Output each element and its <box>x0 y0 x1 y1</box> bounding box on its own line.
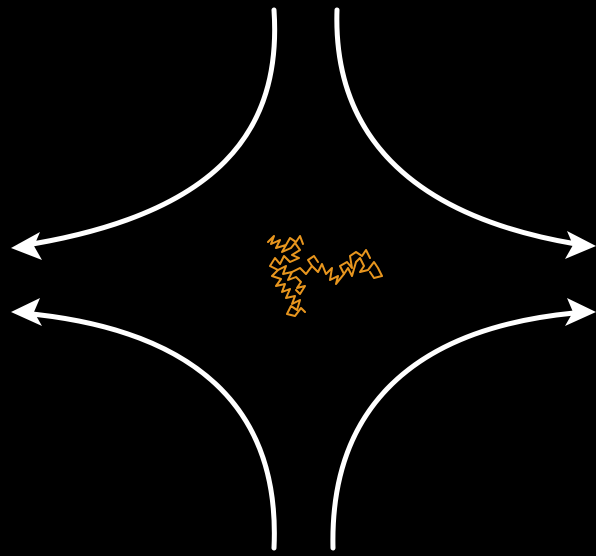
streamline-bottom-left <box>22 313 274 548</box>
arrow-left-icon <box>11 232 42 260</box>
streamline-bottom-right <box>333 313 574 548</box>
random-walk-trajectory-icon <box>268 236 382 316</box>
streamline-top-left <box>20 10 275 246</box>
arrow-left-icon <box>11 298 42 326</box>
streamline-top-right <box>337 10 576 244</box>
flow-line-bottom-right <box>333 298 596 548</box>
flow-line-top-left <box>11 10 275 260</box>
flow-line-top-right <box>337 10 596 259</box>
flow-line-bottom-left <box>11 298 274 548</box>
